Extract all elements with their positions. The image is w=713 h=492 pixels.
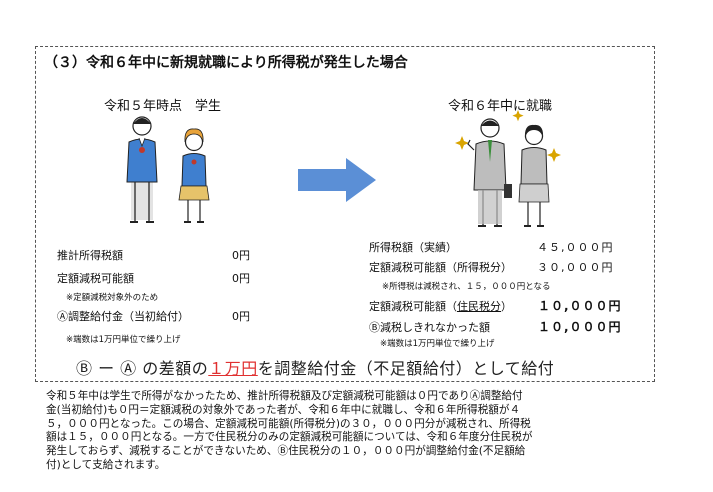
right-caption: 令和６年中に就職 bbox=[448, 99, 553, 114]
left-row-estimated-tax-label: 推計所得税額 bbox=[57, 249, 123, 262]
right-row-income-tax-label: 所得税額（実績） bbox=[369, 241, 457, 254]
worker-man-figure bbox=[467, 118, 512, 227]
left-note-round: ※端数は1万円単位で繰り上げ bbox=[66, 335, 181, 345]
student-boy-figure bbox=[126, 116, 158, 223]
students-illustration bbox=[126, 116, 210, 223]
left-row-reduction-label: 定額減税可能額 bbox=[57, 272, 134, 285]
transition-arrow-icon bbox=[298, 158, 376, 202]
right-row-income-tax-value: ４５,０００円 bbox=[537, 241, 614, 254]
left-adjust-value: 0円 bbox=[232, 310, 250, 323]
summary-line: Ⓑ ー Ⓐ の差額の１万円を調整給付金（不足額給付）として給付 bbox=[76, 359, 555, 378]
right-row-reduction-label: 定額減税可能額（所得税分） bbox=[369, 261, 512, 274]
right-row-reduction-value: ３０,０００円 bbox=[537, 261, 614, 274]
explanation-paragraph: 令和５年中は学生で所得がなかったため、推計所得税額及び定額減税可能額は０円であり… bbox=[46, 390, 646, 473]
right-unpaid-label: Ⓑ減税しきれなかった額 bbox=[369, 321, 490, 334]
case-box bbox=[35, 46, 655, 382]
paragraph-line: 額は１５，０００円となる。一方で住民税分のみの定額減税可能額については、令和６年… bbox=[46, 431, 533, 444]
workers-illustration bbox=[455, 110, 561, 227]
left-adjust-label: Ⓐ調整給付金（当初給付） bbox=[57, 310, 189, 323]
student-girl-figure bbox=[178, 128, 210, 223]
paragraph-line: 付)として支給されます。 bbox=[46, 458, 166, 471]
right-resident-value: １０,０００円 bbox=[538, 299, 622, 313]
paragraph-line: ５，０００円となった。この場合、定額減税可能額(所得税分)の３０，０００円分が減… bbox=[46, 417, 531, 430]
left-row-estimated-tax-value: 0円 bbox=[232, 249, 250, 262]
paragraph-line: 金(当初給付)も０円＝定額減税の対象外であった者が、令和６年中に就職し、令和６年… bbox=[46, 403, 521, 416]
worker-woman-figure bbox=[518, 124, 550, 227]
right-note-round: ※端数は1万円単位で繰り上げ bbox=[380, 339, 495, 349]
right-resident-label: 定額減税可能額（住民税分） bbox=[369, 300, 512, 313]
left-caption: 令和５年時点 学生 bbox=[104, 99, 222, 114]
section-heading: （３）令和６年中に新規就職により所得税が発生した場合 bbox=[44, 55, 408, 71]
right-unpaid-value: １０,０００円 bbox=[538, 320, 622, 334]
left-row-reduction-value: 0円 bbox=[232, 272, 250, 285]
right-note-reduced: ※所得税は減税され、１５，０００円となる bbox=[382, 282, 551, 292]
sparkle-icons bbox=[455, 110, 561, 162]
paragraph-line: 令和５年中は学生で所得がなかったため、推計所得税額及び定額減税可能額は０円であり… bbox=[46, 390, 523, 402]
left-note-exempt: ※定額減税対象外のため bbox=[66, 293, 159, 303]
paragraph-line: 発生しておらず、減税することができないため、Ⓑ住民税分の１０，０００円が調整給付… bbox=[46, 445, 526, 458]
